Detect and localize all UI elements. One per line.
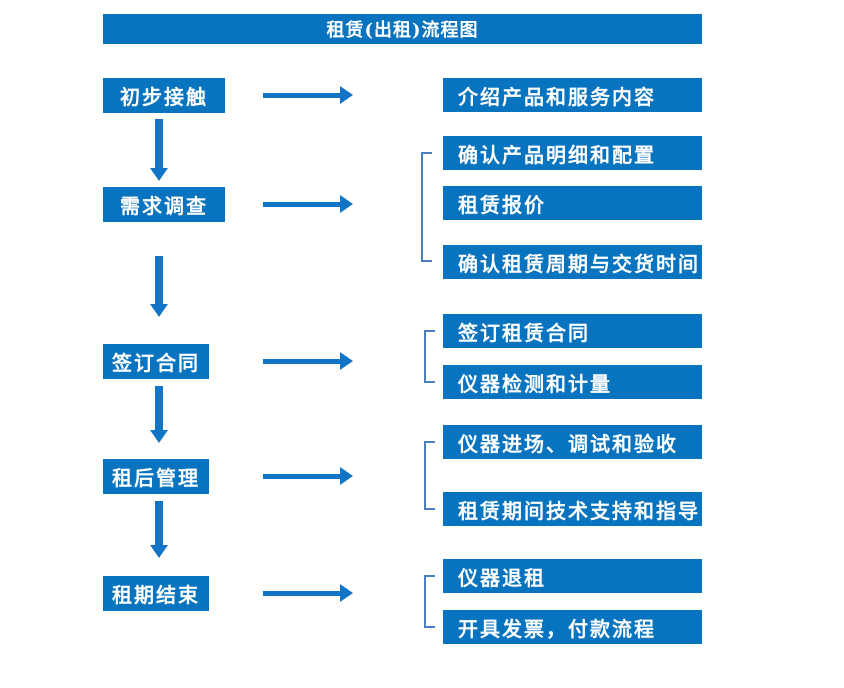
down-arrow-head [150,304,168,317]
down-arrow-shaft [155,119,163,169]
down-arrow-shaft [155,501,163,546]
right-arrow [263,195,353,213]
group-bracket-demand-survey [421,152,432,262]
group-bracket-rental-end [424,575,435,628]
step-box-demand-survey: 需求调查 [103,187,225,222]
detail-box-instrument-inspection: 仪器检测和计量 [443,365,702,399]
group-bracket-post-rental [424,441,435,510]
detail-box-technical-support: 租赁期间技术支持和指导 [443,492,702,526]
right-arrow-head [340,352,353,370]
down-arrow [150,501,168,558]
down-arrow-head [150,430,168,443]
step-box-post-rental-management: 租后管理 [103,459,209,494]
detail-box-instrument-return: 仪器退租 [443,559,702,593]
step-box-rental-end: 租期结束 [103,576,209,611]
right-arrow-head [340,195,353,213]
detail-box-confirm-rental-period: 确认租赁周期与交货时间 [443,245,702,279]
down-arrow [150,256,168,317]
detail-box-rental-quote: 租赁报价 [443,186,702,220]
right-arrow-head [340,86,353,104]
right-arrow-shaft [263,474,341,479]
group-bracket-sign-contract [424,330,435,383]
right-arrow-shaft [263,93,341,98]
chart-title: 租赁(出租)流程图 [103,14,702,44]
right-arrow [263,467,353,485]
down-arrow-shaft [155,256,163,305]
detail-box-instrument-entry: 仪器进场、调试和验收 [443,425,702,459]
down-arrow-head [150,545,168,558]
right-arrow-head [340,467,353,485]
down-arrow-shaft [155,386,163,431]
detail-box-confirm-product-details: 确认产品明细和配置 [443,136,702,170]
down-arrow-head [150,168,168,181]
down-arrow [150,386,168,443]
detail-box-sign-rental-contract: 签订租赁合同 [443,314,702,348]
right-arrow [263,584,353,602]
right-arrow [263,352,353,370]
step-box-initial-contact: 初步接触 [103,78,225,113]
down-arrow [150,119,168,181]
detail-box-introduce-products: 介绍产品和服务内容 [443,78,702,112]
step-box-sign-contract: 签订合同 [103,344,209,379]
right-arrow-shaft [263,202,341,207]
right-arrow-shaft [263,591,341,596]
detail-box-invoice-payment: 开具发票，付款流程 [443,610,702,644]
right-arrow-head [340,584,353,602]
right-arrow-shaft [263,359,341,364]
right-arrow [263,86,353,104]
